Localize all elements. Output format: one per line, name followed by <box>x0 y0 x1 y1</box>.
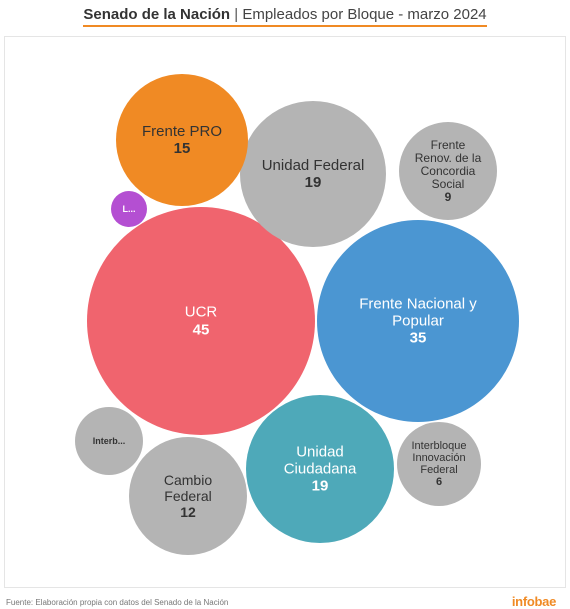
bubble-label: UCR <box>185 304 218 321</box>
bubble-label: Interb... <box>93 436 126 446</box>
bubble-label: Innovación <box>412 452 465 464</box>
bubble-circle-ucr[interactable] <box>87 207 315 435</box>
brand-logo: infobae <box>511 594 556 609</box>
chart-title-sub: Empleados por Bloque - marzo 2024 <box>242 6 487 23</box>
bubble-value: 35 <box>410 330 427 347</box>
bubble-value: 9 <box>445 190 452 204</box>
bubble-interb[interactable]: Interb... <box>75 407 143 475</box>
bubble-l[interactable]: L... <box>111 191 147 227</box>
chart-title-main: Senado de la Nación <box>83 6 231 23</box>
bubble-circle-interb[interactable] <box>75 407 143 475</box>
bubble-circle-frente-renov-de-la-concordia-social[interactable] <box>399 122 497 220</box>
bubble-value: 19 <box>305 174 322 191</box>
bubble-label: Popular <box>392 313 444 330</box>
bubble-label: Unidad <box>296 444 344 461</box>
bubble-label: Frente PRO <box>142 123 222 140</box>
bubble-label: L... <box>123 204 136 214</box>
bubble-circle-l[interactable] <box>111 191 147 227</box>
bubble-circle-frente-pro[interactable] <box>116 74 248 206</box>
bubble-circle-unidad-federal[interactable] <box>240 101 386 247</box>
bubble-label: Cambio <box>164 472 212 488</box>
bubble-label: Renov. de la <box>415 151 482 165</box>
bubble-value: 12 <box>180 504 196 520</box>
bubble-value: 19 <box>312 478 329 495</box>
bubble-circle-frente-nacional-y-popular[interactable] <box>317 220 519 422</box>
source-note: Fuente: Elaboración propia con datos del… <box>6 598 229 607</box>
bubble-label: Federal <box>164 488 211 504</box>
bubble-label: Social <box>432 177 465 191</box>
bubble-value: 15 <box>174 140 191 157</box>
bubble-label: Frente <box>431 138 466 152</box>
bubble-label: Interbloque <box>411 440 466 452</box>
bubble-label: Federal <box>420 464 457 476</box>
chart-frame <box>4 36 566 588</box>
bubble-circle-unidad-ciudadana[interactable] <box>246 395 394 543</box>
bubble-label: Unidad Federal <box>262 157 365 174</box>
bubble-label: Ciudadana <box>284 461 357 478</box>
chart-title: Senado de la Nación | Empleados por Bloq… <box>83 6 487 27</box>
bubble-circle-cambio-federal[interactable] <box>129 437 247 555</box>
bubble-label: Frente Nacional y <box>359 296 477 313</box>
chart-header: Senado de la Nación | Empleados por Bloq… <box>0 0 570 30</box>
bubble-label: Concordia <box>421 164 476 178</box>
bubble-value: 6 <box>436 476 442 488</box>
bubble-circle-interbloque-innovacion-federal[interactable] <box>397 422 481 506</box>
bubble-value: 45 <box>193 322 210 339</box>
chart-title-separator: | <box>234 6 239 23</box>
